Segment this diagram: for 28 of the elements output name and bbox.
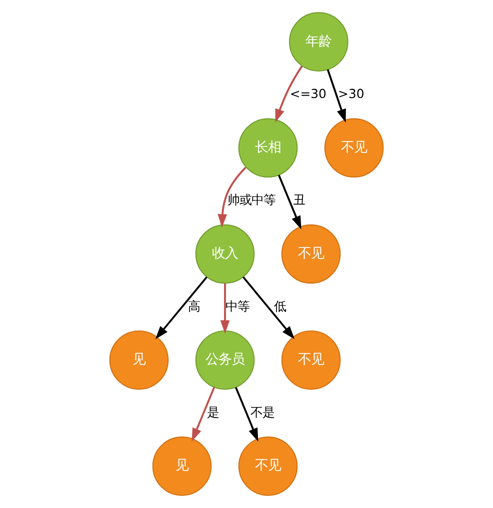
arrow bbox=[155, 276, 208, 340]
node-circle: 见 bbox=[152, 436, 212, 496]
arrow bbox=[220, 283, 230, 334]
node-circle: 见 bbox=[109, 330, 169, 390]
arrow bbox=[234, 386, 258, 442]
arrow bbox=[218, 166, 246, 228]
node-circle: 长相 bbox=[238, 118, 298, 178]
node-circle: 不见 bbox=[324, 118, 384, 178]
arrow bbox=[242, 276, 295, 340]
edge-label: >30 bbox=[338, 86, 364, 102]
arrow bbox=[278, 174, 302, 230]
node-circle: 不见 bbox=[281, 330, 341, 390]
edge-label: 帅或中等 bbox=[228, 192, 276, 208]
edge-label: 不是 bbox=[250, 404, 274, 420]
arrow bbox=[326, 69, 346, 123]
edge-label: 丑 bbox=[293, 192, 306, 208]
edge-label: 中等 bbox=[225, 298, 250, 314]
node-circle: 收入 bbox=[195, 224, 255, 284]
edge-label: 是 bbox=[207, 404, 220, 420]
node-circle: 不见 bbox=[281, 224, 341, 284]
edge-label: <=30 bbox=[290, 86, 326, 102]
arrow bbox=[275, 66, 303, 122]
edge-label: 低 bbox=[274, 298, 286, 314]
node-circle: 年龄 bbox=[289, 12, 348, 72]
node-circle: 公务员 bbox=[195, 330, 255, 390]
edge-label: 高 bbox=[188, 298, 200, 314]
arrow bbox=[192, 386, 216, 442]
node-circle: 不见 bbox=[238, 436, 298, 496]
